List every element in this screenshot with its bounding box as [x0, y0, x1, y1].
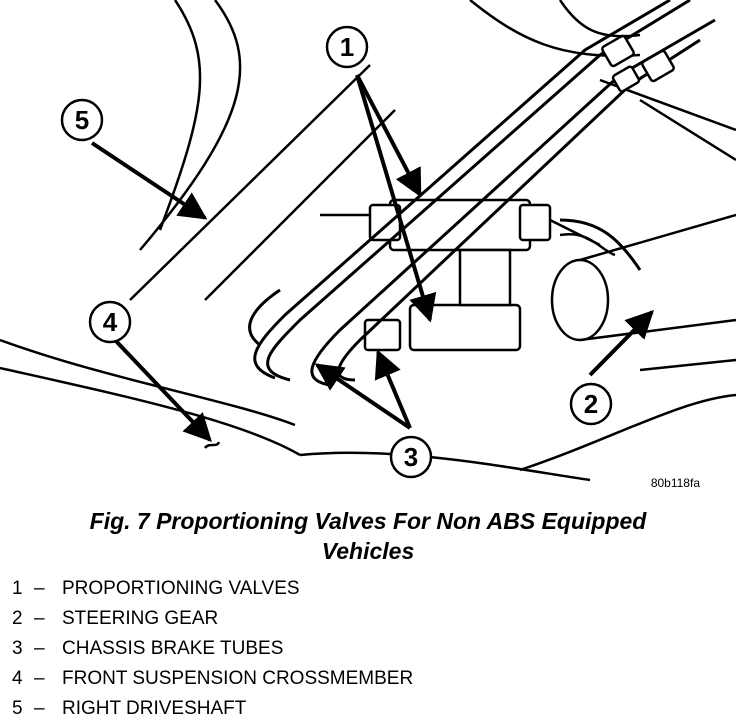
legend-label: FRONT SUSPENSION CROSSMEMBER	[62, 668, 414, 689]
tube-fittings	[601, 34, 675, 93]
legend-dash: –	[34, 608, 45, 629]
leader-arrows	[90, 74, 654, 443]
svg-text:1: 1	[340, 32, 354, 62]
legend-list: 1–PROPORTIONING VALVES 2–STEERING GEAR 3…	[12, 574, 413, 724]
callout-4: 4	[88, 300, 132, 344]
legend-dash: –	[34, 578, 45, 599]
caption-line-1: Fig. 7 Proportioning Valves For Non ABS …	[89, 508, 647, 534]
legend-label: PROPORTIONING VALVES	[62, 578, 300, 599]
legend-dash: –	[34, 638, 45, 659]
figure-code: 80b118fa	[650, 476, 700, 490]
legend-number: 2	[12, 608, 23, 629]
legend-number: 3	[12, 638, 23, 659]
legend-item: 1–PROPORTIONING VALVES	[12, 574, 413, 604]
legend-item: 2–STEERING GEAR	[12, 604, 413, 634]
legend-dash: –	[34, 668, 45, 689]
svg-text:2: 2	[584, 389, 598, 419]
callout-1: 1	[325, 25, 369, 69]
legend-item: 3–CHASSIS BRAKE TUBES	[12, 634, 413, 664]
proportioning-valve-illustration: 1 2 3 4 5	[0, 0, 736, 482]
crossmember-marker	[203, 441, 221, 449]
legend-number: 5	[12, 698, 23, 719]
legend-label: STEERING GEAR	[62, 608, 219, 629]
figure-caption: Fig. 7 Proportioning Valves For Non ABS …	[0, 506, 736, 566]
legend-item: 4–FRONT SUSPENSION CROSSMEMBER	[12, 664, 413, 694]
callout-2: 2	[569, 382, 613, 426]
legend-number: 1	[12, 578, 23, 599]
legend-item: 5–RIGHT DRIVESHAFT	[12, 694, 413, 724]
callout-3: 3	[389, 435, 433, 479]
svg-text:5: 5	[75, 105, 89, 135]
svg-text:4: 4	[103, 307, 118, 337]
callout-5: 5	[60, 98, 104, 142]
front-suspension-crossmember	[0, 338, 736, 482]
caption-line-2: Vehicles	[321, 538, 415, 564]
legend-label: RIGHT DRIVESHAFT	[62, 698, 247, 719]
steering-gear	[550, 213, 736, 342]
legend-label: CHASSIS BRAKE TUBES	[62, 638, 284, 659]
proportioning-valve-block	[363, 198, 552, 352]
svg-text:3: 3	[404, 442, 418, 472]
legend-number: 4	[12, 668, 23, 689]
legend-dash: –	[34, 698, 45, 719]
